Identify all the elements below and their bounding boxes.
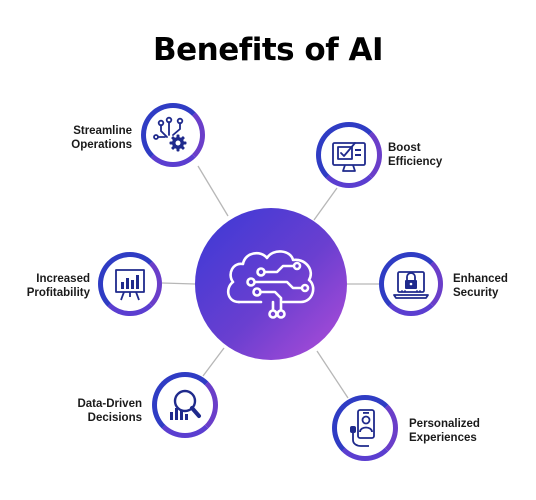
connector-streamline <box>197 165 229 217</box>
magnifier-chart-icon <box>170 389 201 420</box>
connector-personalized <box>316 350 349 399</box>
node-security <box>379 252 443 316</box>
label-profitability: Increased Profitability <box>26 273 90 299</box>
connector-profitability <box>161 282 196 285</box>
brain-circuit-icon <box>226 250 315 319</box>
node-personalized <box>332 395 398 461</box>
connector-decisions <box>202 347 225 377</box>
circuit-gear-icon <box>153 116 187 152</box>
diagram-title: Benefits of AI <box>152 32 384 68</box>
label-security: Enhanced Security <box>453 273 508 299</box>
monitor-check-icon <box>332 142 366 172</box>
label-streamline: Streamline Operations <box>71 125 132 151</box>
connector-boost <box>313 187 338 221</box>
bar-chart-board-icon <box>115 269 145 301</box>
label-boost: Boost Efficiency <box>388 142 443 168</box>
phone-user-icon <box>350 409 375 447</box>
node-decisions <box>152 372 218 438</box>
center-brain-circle <box>195 208 347 360</box>
label-decisions: Data-Driven Decisions <box>77 398 142 424</box>
node-profitability <box>98 252 162 316</box>
node-boost <box>316 122 382 188</box>
node-streamline <box>141 103 205 167</box>
label-personalized: Personalized Experiences <box>409 418 480 444</box>
laptop-lock-icon <box>393 271 429 299</box>
